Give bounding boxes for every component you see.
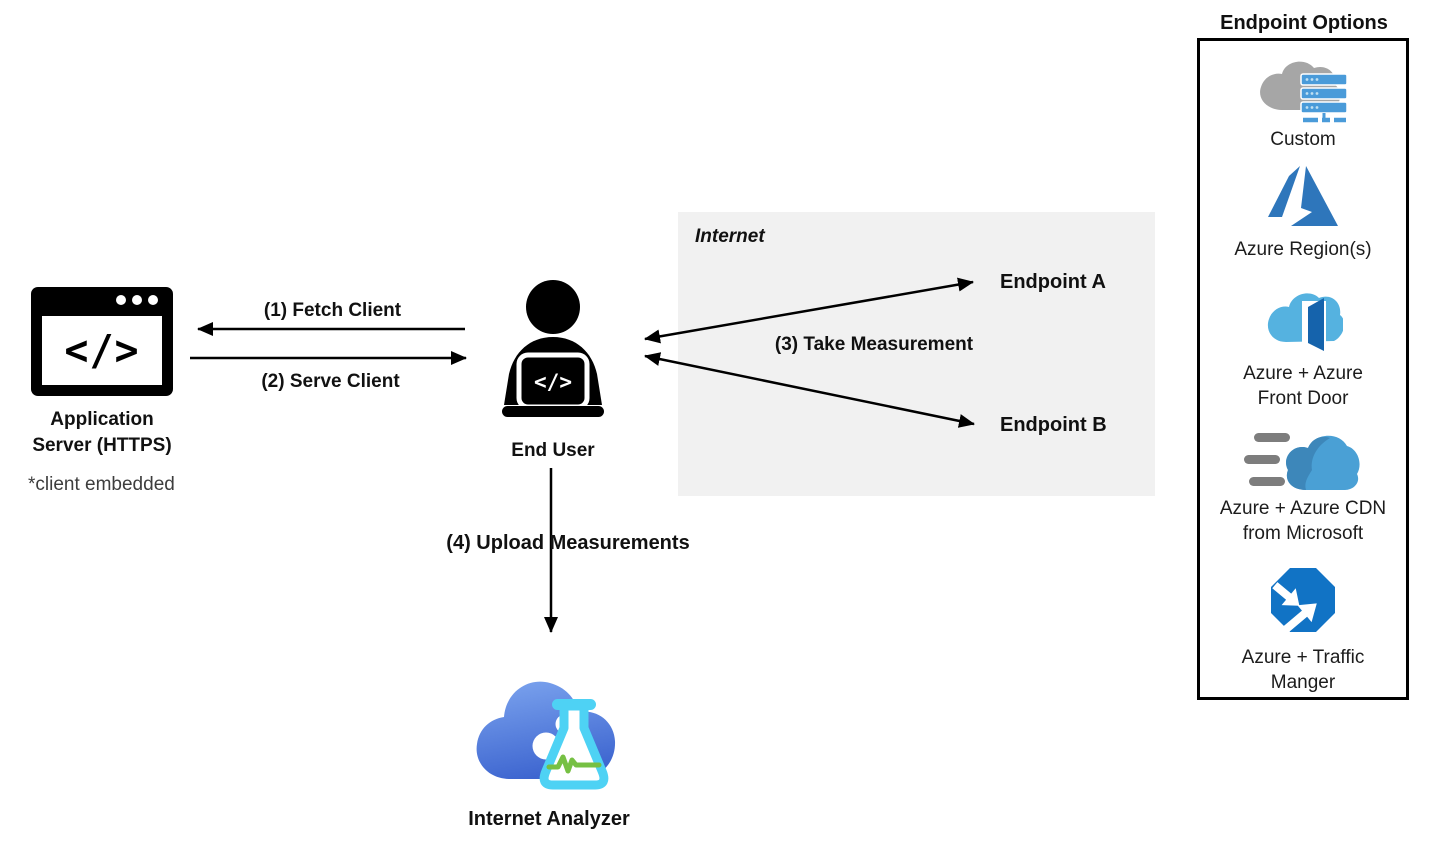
- azure-cdn-icon: [1244, 433, 1360, 490]
- end-user-icon: </>: [502, 280, 604, 417]
- endpoint-options-title: Endpoint Options: [1220, 12, 1388, 34]
- azure-logo-icon: [1268, 166, 1338, 226]
- azure-front-door-icon: [1268, 293, 1343, 351]
- internet-analyzer-label: Internet Analyzer: [468, 808, 630, 830]
- browser-dots-icon: [116, 295, 158, 305]
- traffic-manager-icon: [1271, 568, 1335, 633]
- endpoint-a-label: Endpoint A: [1000, 271, 1106, 293]
- take-measurement-label: (3) Take Measurement: [774, 334, 974, 355]
- application-server-label: Application Server (HTTPS): [32, 409, 172, 456]
- application-server-icon: </>: [31, 287, 173, 396]
- internet-analyzer-icon: [476, 681, 616, 790]
- option-custom-label: Custom: [1270, 129, 1336, 150]
- upload-measurements-label: (4) Upload Measurements: [446, 532, 690, 554]
- speed-lines: [1244, 433, 1290, 486]
- code-glyph: </>: [64, 326, 140, 375]
- custom-cloud-servers-icon: [1260, 61, 1348, 123]
- laptop-code-glyph: </>: [534, 370, 572, 394]
- option-front-door-label: Azure + Azure Front Door: [1243, 363, 1363, 409]
- option-cdn-label: Azure + Azure CDN from Microsoft: [1219, 498, 1387, 544]
- fetch-client-label: (1) Fetch Client: [263, 300, 402, 321]
- endpoint-b-label: Endpoint B: [1000, 414, 1107, 436]
- door-shape: [1308, 298, 1324, 351]
- option-traffic-manager-label: Azure + Traffic Manger: [1241, 647, 1365, 693]
- end-user-label: End User: [511, 440, 595, 461]
- client-embedded-note: *client embedded: [28, 474, 175, 495]
- serve-client-label: (2) Serve Client: [261, 371, 400, 392]
- server-stack: [1300, 73, 1348, 123]
- internet-region-title: Internet: [695, 226, 765, 247]
- option-azure-regions-label: Azure Region(s): [1234, 239, 1372, 260]
- analyzer-flask-icon: [539, 699, 609, 790]
- endpoint-options-panel: Custom Azure Region(s) Azure + Azure Fro…: [1197, 38, 1409, 700]
- browser-screen: </>: [42, 316, 162, 385]
